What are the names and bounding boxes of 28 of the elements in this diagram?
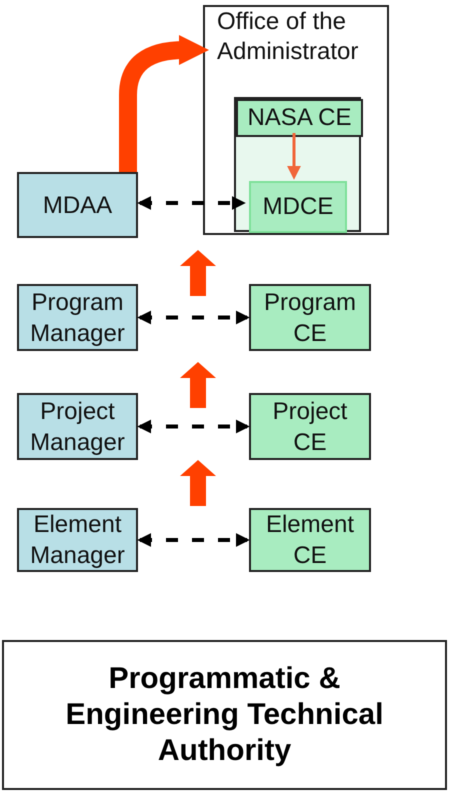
node-text: MDAA xyxy=(42,190,112,220)
arrow xyxy=(137,196,246,210)
arrow xyxy=(137,310,250,324)
arrow xyxy=(137,533,250,547)
node-text: Project Manager xyxy=(29,396,126,458)
header-box xyxy=(236,99,363,137)
arrow xyxy=(137,420,250,434)
node-text: Element Manager xyxy=(29,510,126,571)
node-text: NASA CE xyxy=(247,103,352,133)
manager-box xyxy=(17,172,138,238)
manager-box xyxy=(17,393,138,460)
node-text: Office of the Administrator xyxy=(217,7,360,67)
title: Programmatic & Engineering Technical Authority xyxy=(64,661,384,769)
curved-block-arrow xyxy=(119,35,209,172)
ce-box xyxy=(249,393,371,460)
node-text: Program CE xyxy=(263,288,357,348)
process-box xyxy=(249,181,347,233)
manager-box xyxy=(17,508,138,572)
node-text: Project CE xyxy=(272,396,348,458)
node-text: Program Manager xyxy=(29,288,126,348)
ce-box xyxy=(249,284,371,351)
arrow xyxy=(287,133,301,180)
manager-box xyxy=(17,284,138,351)
panel-box xyxy=(234,97,361,232)
node-text: Element CE xyxy=(264,510,356,571)
node-text: MDCE xyxy=(262,192,334,222)
ce-box xyxy=(249,508,371,572)
office-box xyxy=(203,5,389,235)
